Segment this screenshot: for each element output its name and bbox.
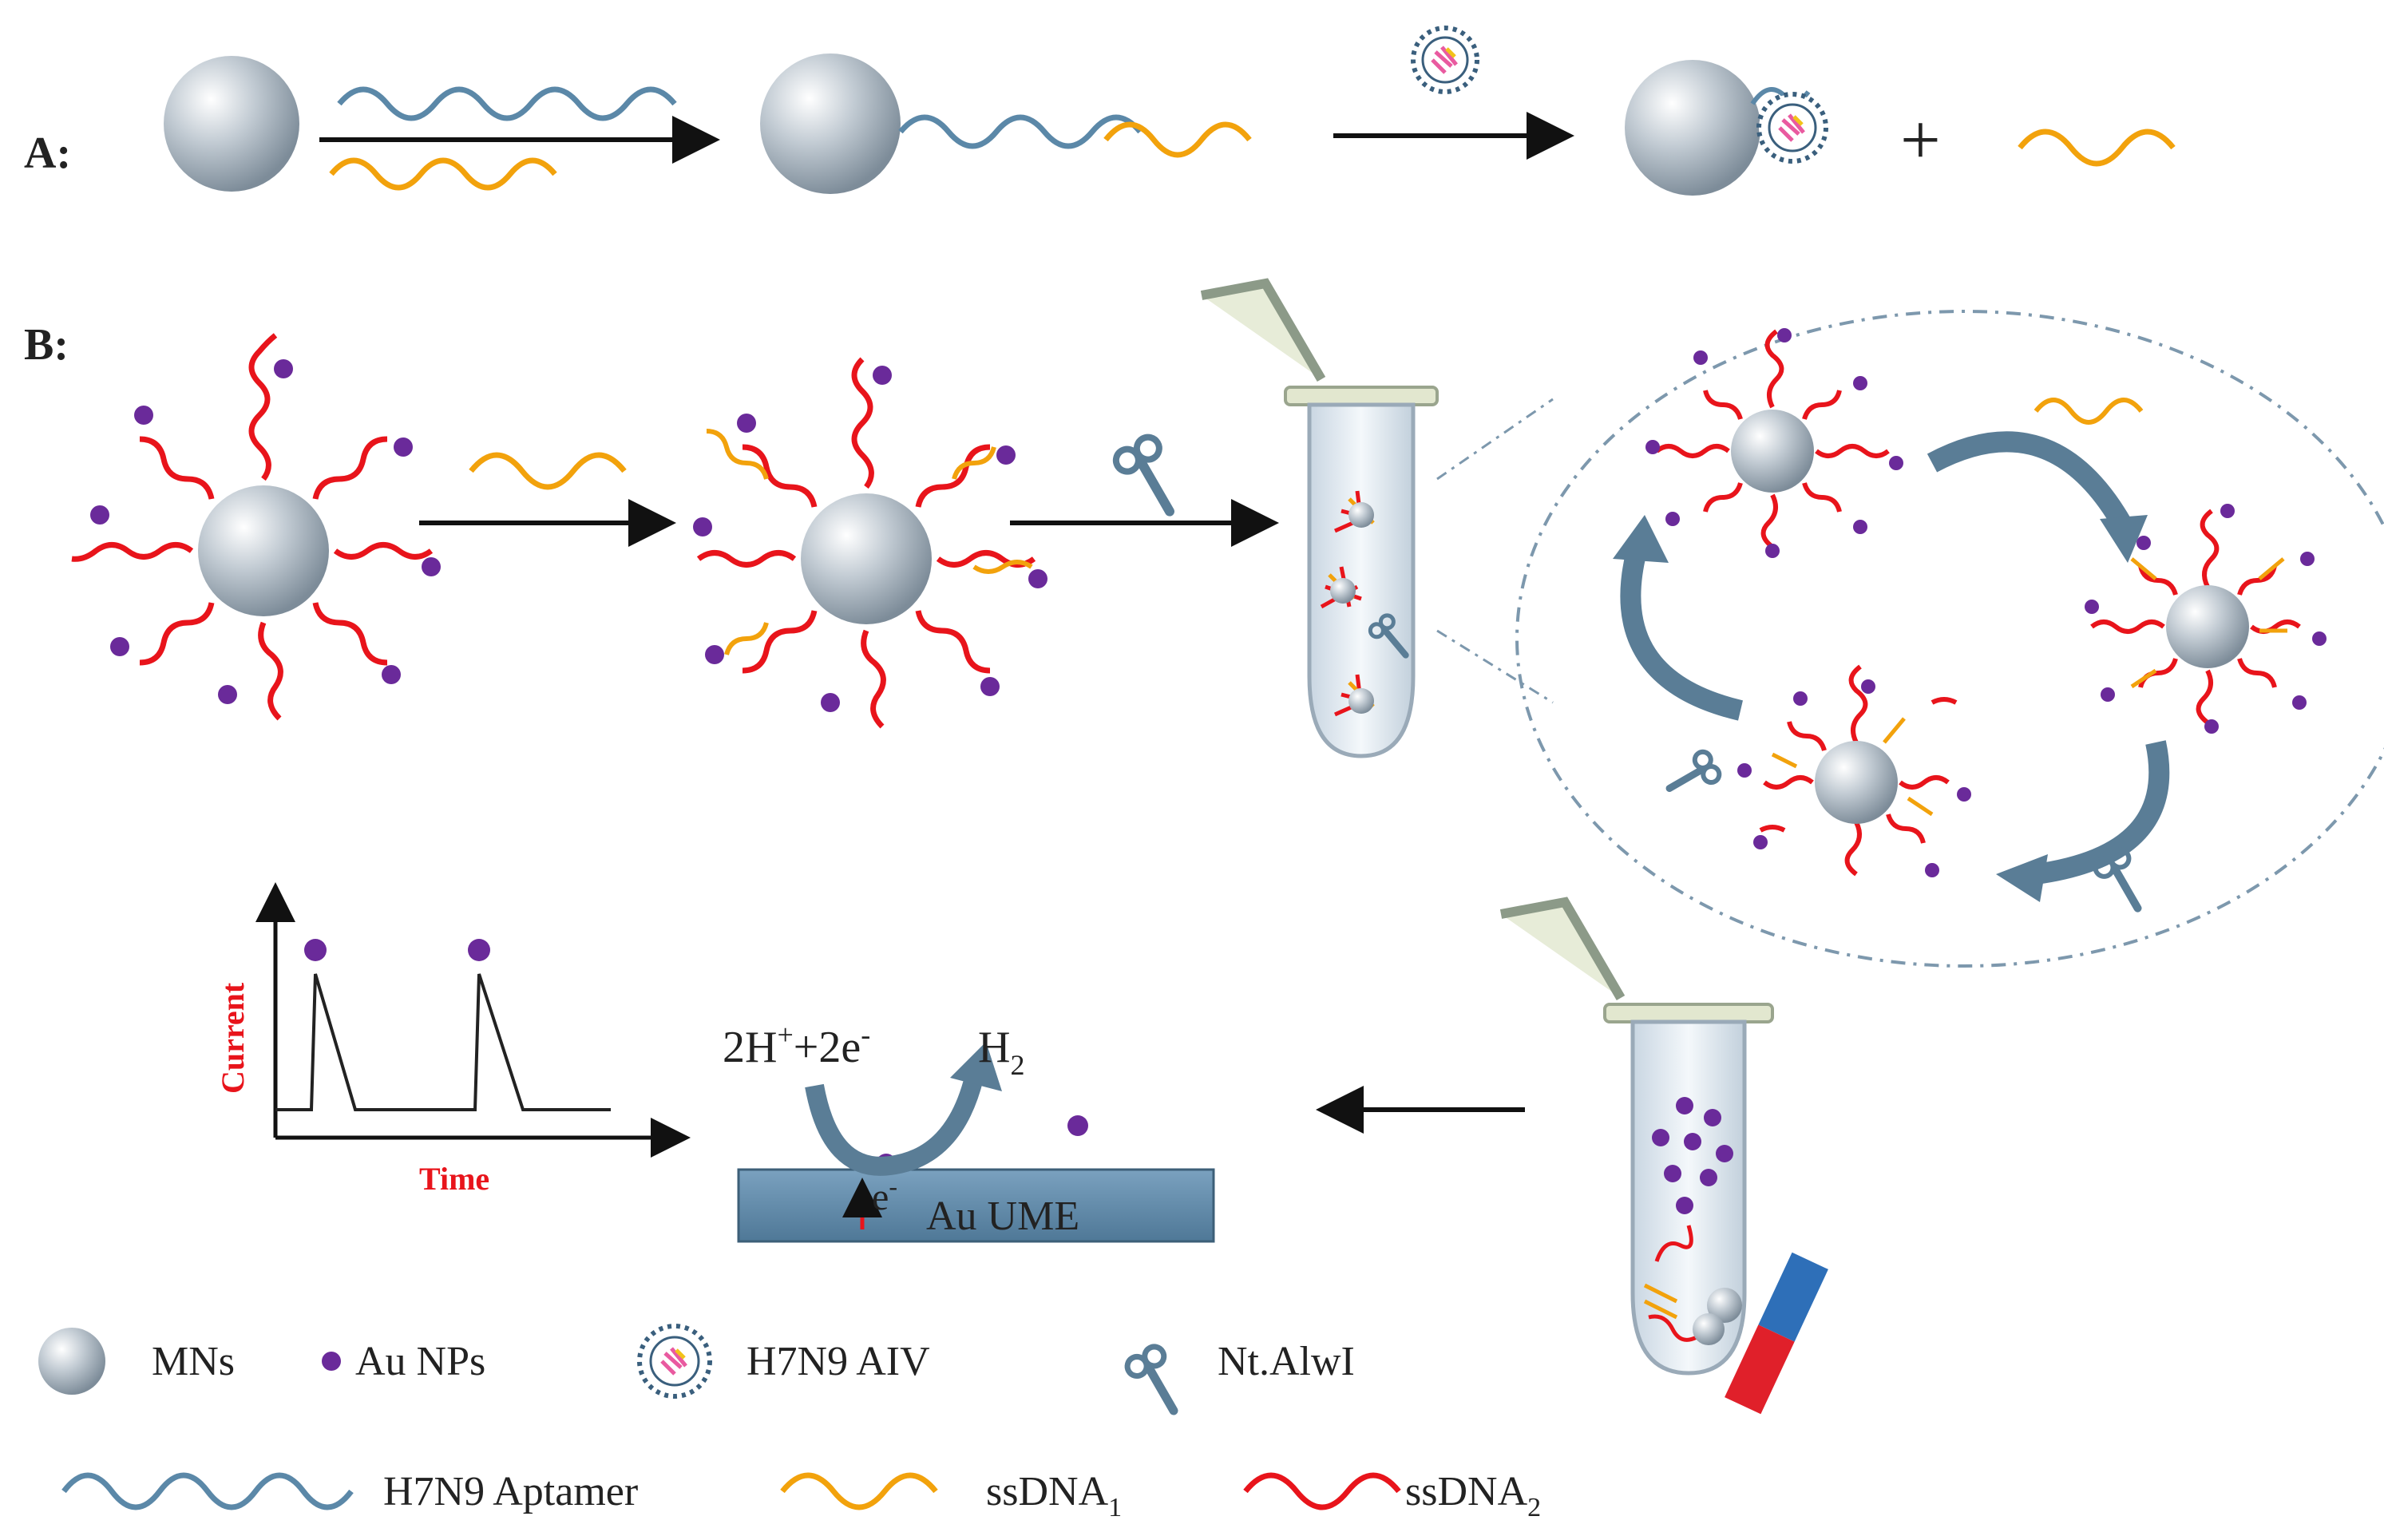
legend-virus-icon: [637, 1324, 712, 1399]
cycle-zoom-ellipse: [1515, 310, 2384, 968]
legend-ssdna1-icon: [780, 1472, 938, 1510]
reaction-equation: 2H++2e-: [723, 1019, 870, 1072]
enzyme-icon-cycle-left: [1665, 749, 1722, 792]
plot-xlabel: Time: [419, 1161, 489, 1197]
hydrogen-evolution-arrow: [805, 1042, 1002, 1176]
legend-aptamer-icon: [61, 1472, 354, 1510]
magnetic-bead-a2: [760, 53, 901, 194]
legend-ssdna2-icon: [1243, 1472, 1401, 1510]
cycle-probe-top: [1645, 328, 1903, 558]
panel-b-label: B:: [24, 320, 69, 370]
hydrogen-product: H2: [978, 1023, 1024, 1081]
legend-au-nps-icon: [322, 1352, 341, 1371]
current-trace: [275, 973, 611, 1111]
peak-marker-2: [468, 939, 490, 961]
legend-ssdna2-label: ssDNA2: [1405, 1469, 1541, 1522]
hybridized-probe-b2: [693, 357, 1047, 729]
cycle-arrow-left: [1613, 515, 1743, 721]
cycle-arrow-bottom-right: [1996, 740, 2170, 902]
reaction-tube-1: [1200, 278, 1439, 758]
cycle-probe-right: [2085, 504, 2327, 734]
virus-icon-bound: [1756, 92, 1828, 164]
released-ssdna1: [2018, 129, 2176, 167]
legend-au-nps-label: Au NPs: [355, 1339, 485, 1384]
magnet: [1725, 1252, 1828, 1415]
enzyme-icon-arrow: [1112, 433, 1174, 517]
legend-mns-icon: [38, 1328, 105, 1395]
magnetic-bead-a3: [1625, 60, 1760, 196]
cycle-arrow-top-right: [1927, 431, 2148, 563]
electrode-label: Au UME: [926, 1194, 1079, 1239]
current-time-plot: Current Time: [215, 882, 691, 1197]
virus-icon-arrow: [1411, 26, 1479, 94]
peak-marker-1: [304, 939, 327, 961]
aptamer-strand-a1: [337, 86, 677, 121]
cycle-probe-bottom: [1737, 664, 1971, 877]
legend-enzyme-icon: [1124, 1344, 1178, 1415]
legend-enzyme-label: Nt.AlwI: [1218, 1339, 1355, 1384]
aptamer-strand-a2: [898, 114, 1142, 149]
cycle-ssdna1: [2034, 398, 2144, 425]
au-ume-electrode: [737, 1168, 1215, 1243]
ssdna1-strand-a1: [329, 157, 557, 191]
au-np-probe-b1: [71, 333, 441, 721]
plus-sign: +: [1900, 101, 1941, 180]
legend-virus-label: H7N9 AIV: [746, 1339, 930, 1384]
au-np-free: [1067, 1115, 1088, 1136]
plot-ylabel: Current: [215, 982, 251, 1094]
enzyme-icon-cycle-right: [2093, 847, 2142, 913]
panel-a-label: A:: [24, 129, 71, 178]
zoom-line-top: [1436, 398, 1554, 481]
legend-aptamer-label: H7N9 Aptamer: [383, 1469, 638, 1514]
magnetic-bead-a1: [164, 56, 299, 192]
ssdna1-strand-a2: [1103, 121, 1252, 158]
electron-label: e-: [872, 1172, 897, 1218]
legend-mns-label: MNs: [152, 1339, 235, 1384]
legend-ssdna1-label: ssDNA1: [986, 1469, 1122, 1522]
ssdna1-strand-b: [469, 452, 627, 490]
zoom-line-bottom: [1436, 629, 1554, 704]
reaction-tube-2: [1499, 897, 1774, 1376]
